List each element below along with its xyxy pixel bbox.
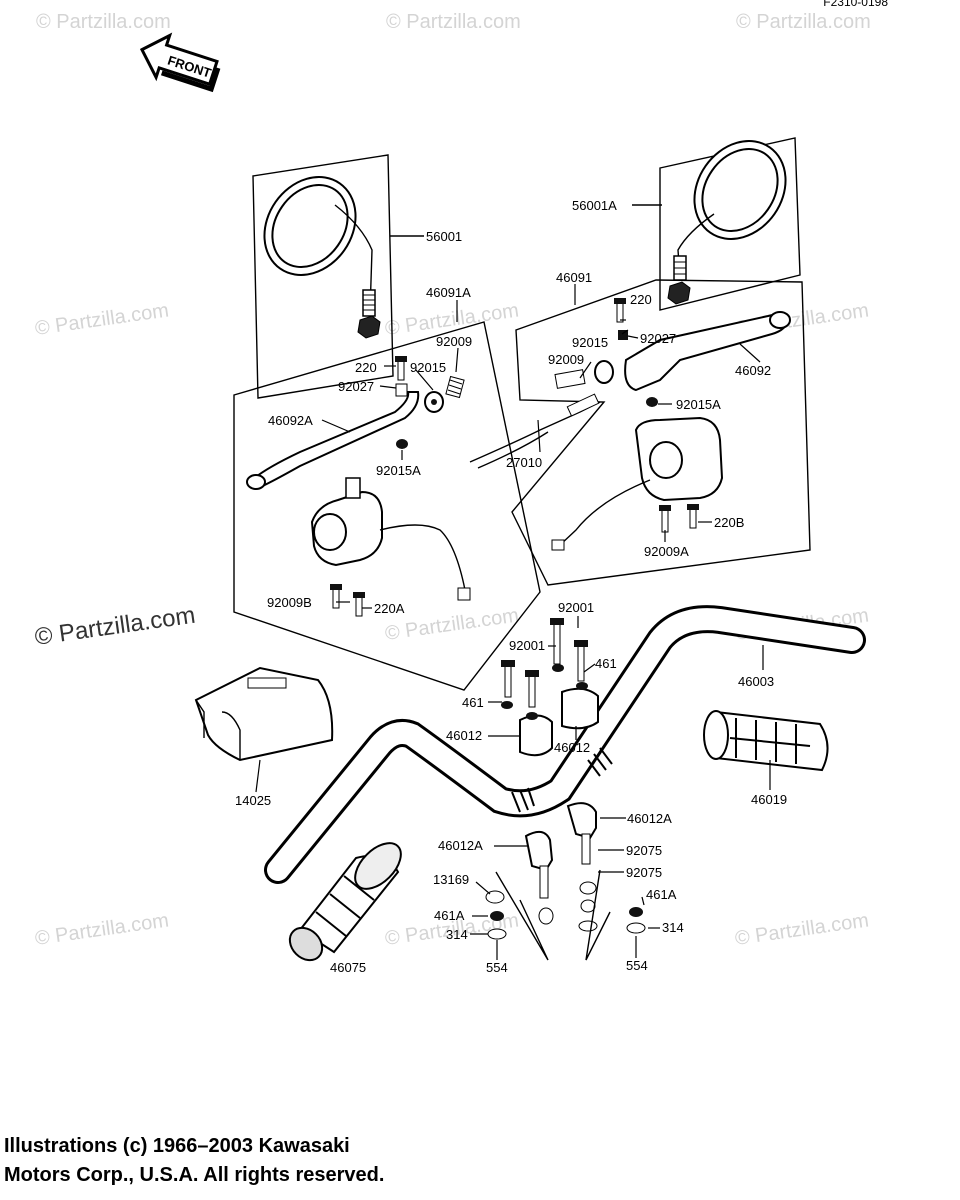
part-label: 314 xyxy=(662,920,684,935)
part-label: 46091 xyxy=(556,270,592,285)
part-label: 92001 xyxy=(509,638,545,653)
part-label: 14025 xyxy=(235,793,271,808)
part-label: 92001 xyxy=(558,600,594,615)
part-label: 46012 xyxy=(446,728,482,743)
grip-right xyxy=(703,710,829,772)
part-label: 461 xyxy=(595,656,617,671)
part-label: 220A xyxy=(374,601,405,616)
watermark: © Partzilla.com xyxy=(36,11,171,33)
handlebar xyxy=(264,605,866,884)
part-label: 554 xyxy=(486,960,508,975)
part-label: 92009 xyxy=(436,334,472,349)
part-label: 92009A xyxy=(644,544,689,559)
watermark: © Partzilla.com xyxy=(386,11,521,33)
part-label: 92009B xyxy=(267,595,312,610)
clamp-group xyxy=(485,618,646,961)
part-label: 46012A xyxy=(438,838,483,853)
part-label: 56001A xyxy=(572,198,617,213)
part-label: 46003 xyxy=(738,674,774,689)
part-label: 92027 xyxy=(338,379,374,394)
part-label: 46075 xyxy=(330,960,366,975)
watermark: © Partzilla.com xyxy=(34,909,171,950)
part-label: 92015 xyxy=(572,335,608,350)
part-label: 92015A xyxy=(376,463,421,478)
diagram-code: F2310-0198 xyxy=(823,0,888,9)
watermark: © Partzilla.com xyxy=(34,299,171,340)
part-label: 220B xyxy=(714,515,744,530)
right-lever-group xyxy=(469,279,811,586)
part-label: 46019 xyxy=(751,792,787,807)
part-label: 461A xyxy=(434,908,465,923)
part-label: 46091A xyxy=(426,285,471,300)
part-label: 92075 xyxy=(626,865,662,880)
part-label: 220 xyxy=(630,292,652,307)
copyright-line-2: Motors Corp., U.S.A. All rights reserved… xyxy=(4,1164,385,1186)
grip-left xyxy=(288,842,402,962)
part-label: 220 xyxy=(355,360,377,375)
part-label: 46012A xyxy=(627,811,672,826)
part-label: 554 xyxy=(626,958,648,973)
part-label: 27010 xyxy=(506,455,542,470)
part-label: 92015 xyxy=(410,360,446,375)
part-label: 13169 xyxy=(433,872,469,887)
part-label: 56001 xyxy=(426,229,462,244)
part-label: 46012 xyxy=(554,740,590,755)
part-labels: 56001 56001A 46091A 46091 220 220 92015 … xyxy=(235,198,787,975)
watermark: © Partzilla.com xyxy=(734,909,871,950)
part-label: 92015A xyxy=(676,397,721,412)
mirror-left-group xyxy=(252,154,424,399)
part-label: 46092 xyxy=(735,363,771,378)
part-label: 92009 xyxy=(548,352,584,367)
part-label: 92075 xyxy=(626,843,662,858)
watermark: © Partzilla.com xyxy=(33,602,197,651)
left-lever-group xyxy=(233,321,541,691)
part-label: 461A xyxy=(646,887,677,902)
leader-lines xyxy=(255,284,771,960)
watermark: © Partzilla.com xyxy=(736,11,871,33)
front-arrow-icon: FRONT xyxy=(139,32,221,93)
part-label: 314 xyxy=(446,927,468,942)
mirror-right-group xyxy=(632,137,801,311)
handlebar-cover xyxy=(194,666,334,762)
copyright-line-1: Illustrations (c) 1966–2003 Kawasaki xyxy=(4,1135,350,1157)
part-label: 92027 xyxy=(640,331,676,346)
part-label: 461 xyxy=(462,695,484,710)
part-label: 46092A xyxy=(268,413,313,428)
